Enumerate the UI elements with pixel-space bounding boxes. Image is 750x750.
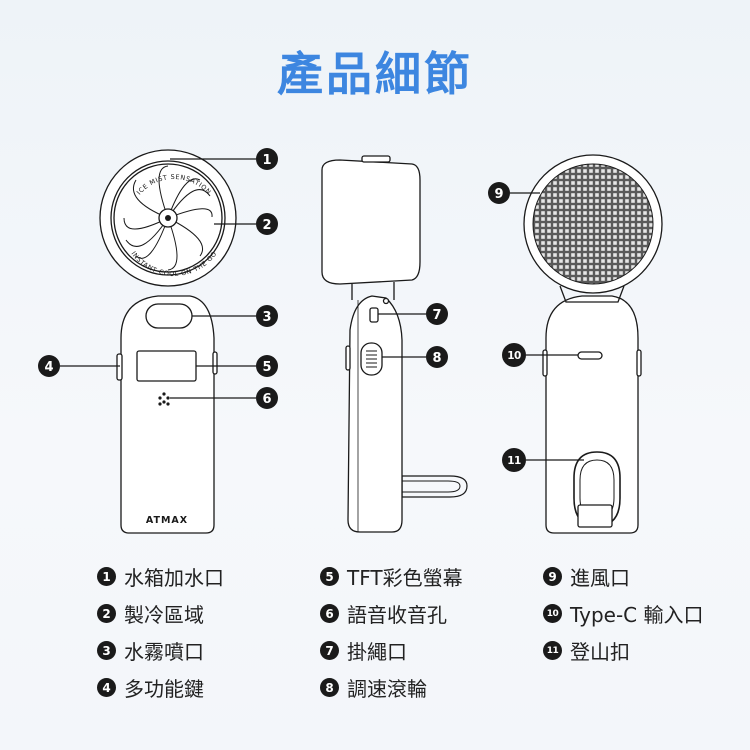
marker-1: 1 — [256, 148, 278, 170]
legend-label: 水箱加水口 — [124, 566, 224, 590]
lanyard-loop — [402, 475, 468, 498]
legend-number: 9 — [543, 567, 562, 586]
fan-head-ring-2 — [113, 163, 223, 273]
legend-label: 登山扣 — [570, 640, 630, 664]
svg-text:6: 6 — [262, 392, 271, 407]
front-view — [99, 149, 237, 534]
svg-text:9: 9 — [494, 187, 503, 202]
side-view — [321, 155, 468, 533]
legend-label: 多功能鍵 — [124, 677, 204, 701]
marker-2: 2 — [256, 213, 278, 235]
legend-label: TFT彩色螢幕 — [347, 566, 463, 590]
front-right-side-button — [212, 351, 218, 375]
legend-label: 調速滾輪 — [347, 677, 427, 701]
legend-number: 3 — [97, 641, 116, 660]
fan-head-inner-ring — [110, 160, 226, 276]
legend-item-6: 6 語音收音孔 — [320, 599, 447, 628]
svg-text:7: 7 — [432, 308, 441, 323]
legend-label: 製冷區域 — [124, 603, 204, 627]
legend-item-4: 4 多功能鍵 — [97, 673, 204, 702]
marker-5: 5 — [256, 355, 278, 377]
legend-item-3: 3 水霧噴口 — [97, 636, 204, 665]
legend-number: 8 — [320, 678, 339, 697]
marker-7: 7 — [426, 303, 448, 325]
marker-11: 11 — [502, 448, 526, 472]
svg-text:2: 2 — [262, 218, 271, 233]
legend-item-1: 1 水箱加水口 — [97, 562, 224, 591]
brand-logo: ATMAX — [146, 515, 188, 526]
marker-9: 9 — [488, 182, 510, 204]
legend-item-10: 10 Type-C 輸入口 — [543, 599, 703, 628]
legend-number: 5 — [320, 567, 339, 586]
marker-3: 3 — [256, 305, 278, 327]
legend-label: 掛繩口 — [347, 640, 407, 664]
svg-text:3: 3 — [262, 310, 271, 325]
svg-text:1: 1 — [262, 153, 271, 168]
type-c-port — [577, 351, 603, 360]
side-head — [321, 159, 421, 285]
legend-item-5: 5 TFT彩色螢幕 — [320, 562, 463, 591]
back-view — [523, 154, 663, 534]
marker-8: 8 — [426, 346, 448, 368]
legend-label: Type-C 輸入口 — [570, 603, 704, 627]
svg-text:8: 8 — [432, 351, 441, 366]
carabiner-clip — [577, 504, 613, 528]
legend-number: 6 — [320, 604, 339, 623]
legend-item-8: 8 調速滾輪 — [320, 673, 427, 702]
side-body-outline — [347, 295, 403, 533]
legend-label: 水霧噴口 — [124, 640, 204, 664]
leader-lines — [60, 158, 584, 461]
legend-number: 1 — [97, 567, 116, 586]
svg-text:10: 10 — [507, 350, 521, 362]
legend-number: 10 — [543, 604, 562, 623]
mic-holes — [158, 392, 170, 406]
svg-text:5: 5 — [262, 360, 271, 375]
mist-nozzle — [145, 303, 193, 329]
svg-text:4: 4 — [44, 360, 53, 375]
marker-4: 4 — [38, 355, 60, 377]
air-inlet-mesh — [532, 163, 654, 285]
legend-number: 4 — [97, 678, 116, 697]
front-body-outline — [120, 295, 215, 534]
diagram-markers: 1 2 3 4 5 6 7 8 9 10 11 — [38, 148, 526, 472]
legend-label: 進風口 — [570, 566, 630, 590]
legend-item-7: 7 掛繩口 — [320, 636, 407, 665]
legend-label: 語音收音孔 — [347, 603, 447, 627]
page-title: 產品細節 — [277, 47, 473, 101]
svg-text:11: 11 — [507, 455, 521, 467]
tft-screen — [136, 350, 197, 382]
legend-number: 11 — [543, 641, 562, 660]
marker-6: 6 — [256, 387, 278, 409]
legend-item-2: 2 製冷區域 — [97, 599, 204, 628]
legend-item-9: 9 進風口 — [543, 562, 630, 591]
marker-10: 10 — [502, 343, 526, 367]
legend-number: 7 — [320, 641, 339, 660]
lanyard-hole — [369, 307, 379, 323]
legend-item-11: 11 登山扣 — [543, 636, 630, 665]
multi-function-button — [116, 353, 123, 381]
legend-number: 2 — [97, 604, 116, 623]
